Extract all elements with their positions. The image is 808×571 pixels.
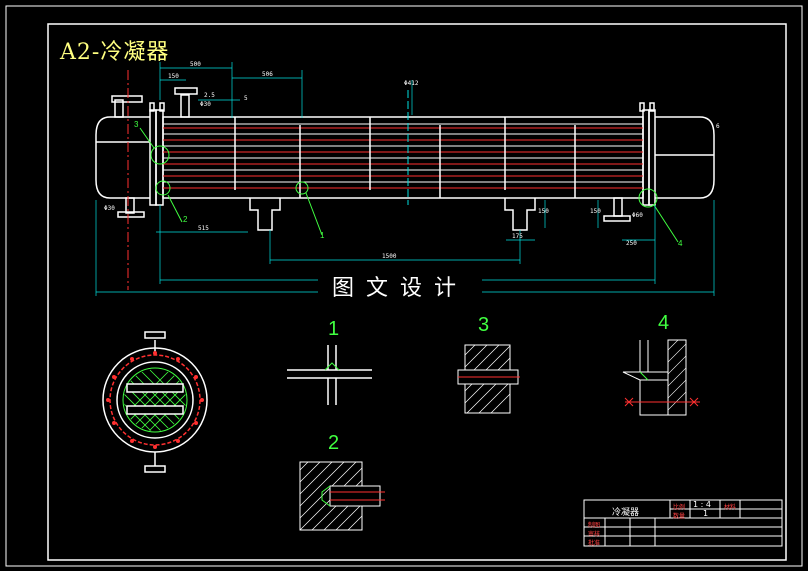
dim-506: 506 [262,71,273,78]
title-block-grid [583,499,783,547]
dim-150-top: 150 [168,73,179,80]
dim-500: 500 [190,61,201,68]
bolt-holes [106,351,204,449]
detail-label-4: 4 [658,312,670,334]
detail-4-drawing [622,339,700,416]
title-block-checked: 审核 [588,531,601,538]
outer-frame [5,5,803,567]
detail-callouts [139,127,679,243]
detail-2-drawing [299,461,385,531]
title-block-scale-label: 比例 [673,504,686,511]
drawing-title: A2-冷凝器 [60,40,170,65]
dim-1500: 1500 [382,253,397,260]
leader-1: 1 [320,231,325,240]
title-block-scale-value: 1 : 4 [693,500,711,509]
detail-label-1: 1 [328,318,340,340]
dim-250: 250 [626,240,637,247]
detail-1-drawing [287,345,372,405]
dim-150-right: 150 [538,208,549,215]
dim-150-left: 150 [590,208,601,215]
title-block-drawn: 制图 [588,522,601,529]
dim-phi30-left: Φ30 [104,205,115,212]
leader-3: 3 [134,120,139,129]
dim-6: 6 [716,123,720,130]
title-block-material-label: 材料 [724,504,737,511]
title-block-sheet-label: 数量 [673,513,686,520]
detail-label-3: 3 [478,314,490,336]
dim-2-5: 2.5 [204,92,215,99]
dim-phi30-top: Φ30 [200,101,211,108]
dim-phi412: Φ412 [404,80,419,87]
detail-label-2: 2 [328,432,340,454]
leader-4: 4 [678,239,683,248]
tube-bundle [127,70,643,290]
dim-515: 515 [198,225,209,232]
dim-5: 5 [244,95,248,102]
dim-175: 175 [512,233,523,240]
leader-2: 2 [183,215,188,224]
title-block-approved: 批准 [588,540,601,547]
condenser-elevation [95,87,715,231]
title-block-name: 冷凝器 [612,508,640,518]
inner-frame [47,23,787,561]
banner-text: 图文设计 [318,272,482,306]
title-block-sheet-value: 1 [703,509,709,518]
detail-3-drawing [457,344,520,414]
dim-phi60: Φ60 [632,212,643,219]
